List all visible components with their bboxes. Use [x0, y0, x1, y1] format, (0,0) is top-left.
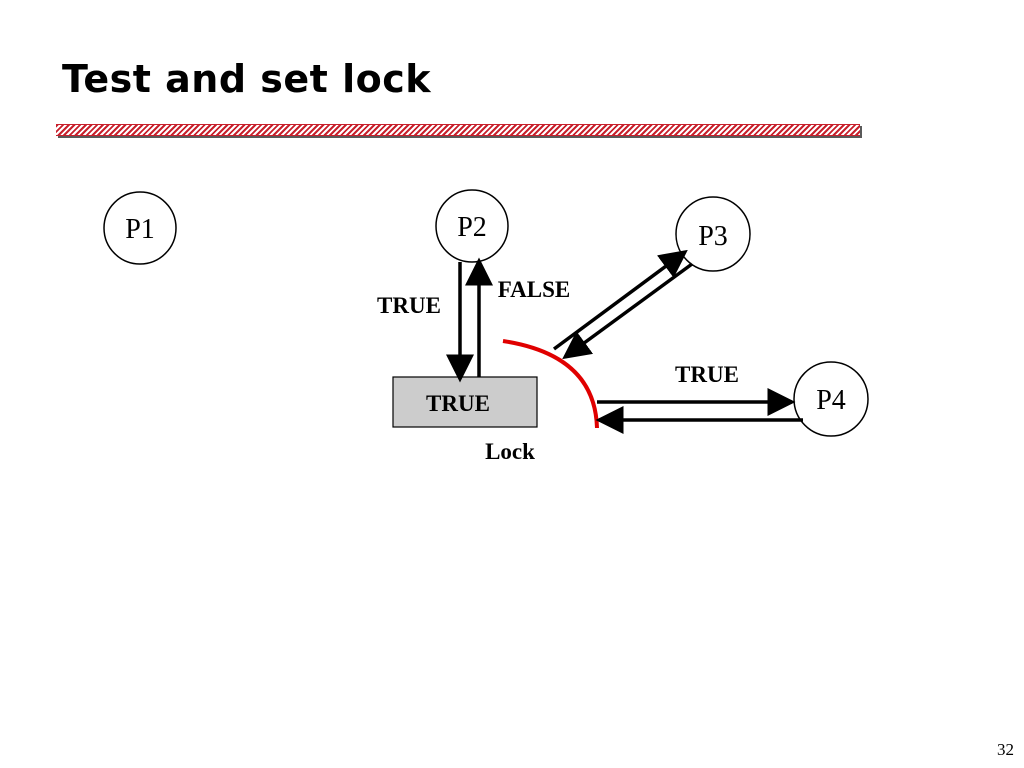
- process-p2: P2: [435, 189, 509, 263]
- p2-response-label: FALSE: [498, 277, 570, 302]
- lock-caption: Lock: [485, 439, 535, 464]
- title-divider: [56, 124, 860, 136]
- slide-title: Test and set lock: [62, 57, 431, 101]
- process-p4: P4: [793, 361, 869, 437]
- p2-request-label: TRUE: [377, 293, 441, 318]
- lock-box: [392, 376, 538, 428]
- p4-request-label: TRUE: [675, 362, 739, 387]
- page-number: 32: [997, 740, 1014, 759]
- process-p3: P3: [675, 196, 751, 272]
- critical-region-arc: [502, 339, 599, 429]
- process-p1: P1: [103, 191, 177, 265]
- p3-to-lock-arrow: [562, 262, 694, 360]
- process-p1-circle: [103, 191, 177, 265]
- lock-variable: TRUE Lock: [392, 376, 538, 464]
- lock-to-p3-arrow: [552, 249, 688, 351]
- lock-value: TRUE: [426, 391, 490, 416]
- process-p1-label: P1: [125, 214, 155, 245]
- process-p3-circle: [675, 196, 751, 272]
- process-p3-label: P3: [698, 221, 728, 252]
- process-p2-label: P2: [457, 212, 487, 243]
- process-p4-label: P4: [816, 385, 846, 416]
